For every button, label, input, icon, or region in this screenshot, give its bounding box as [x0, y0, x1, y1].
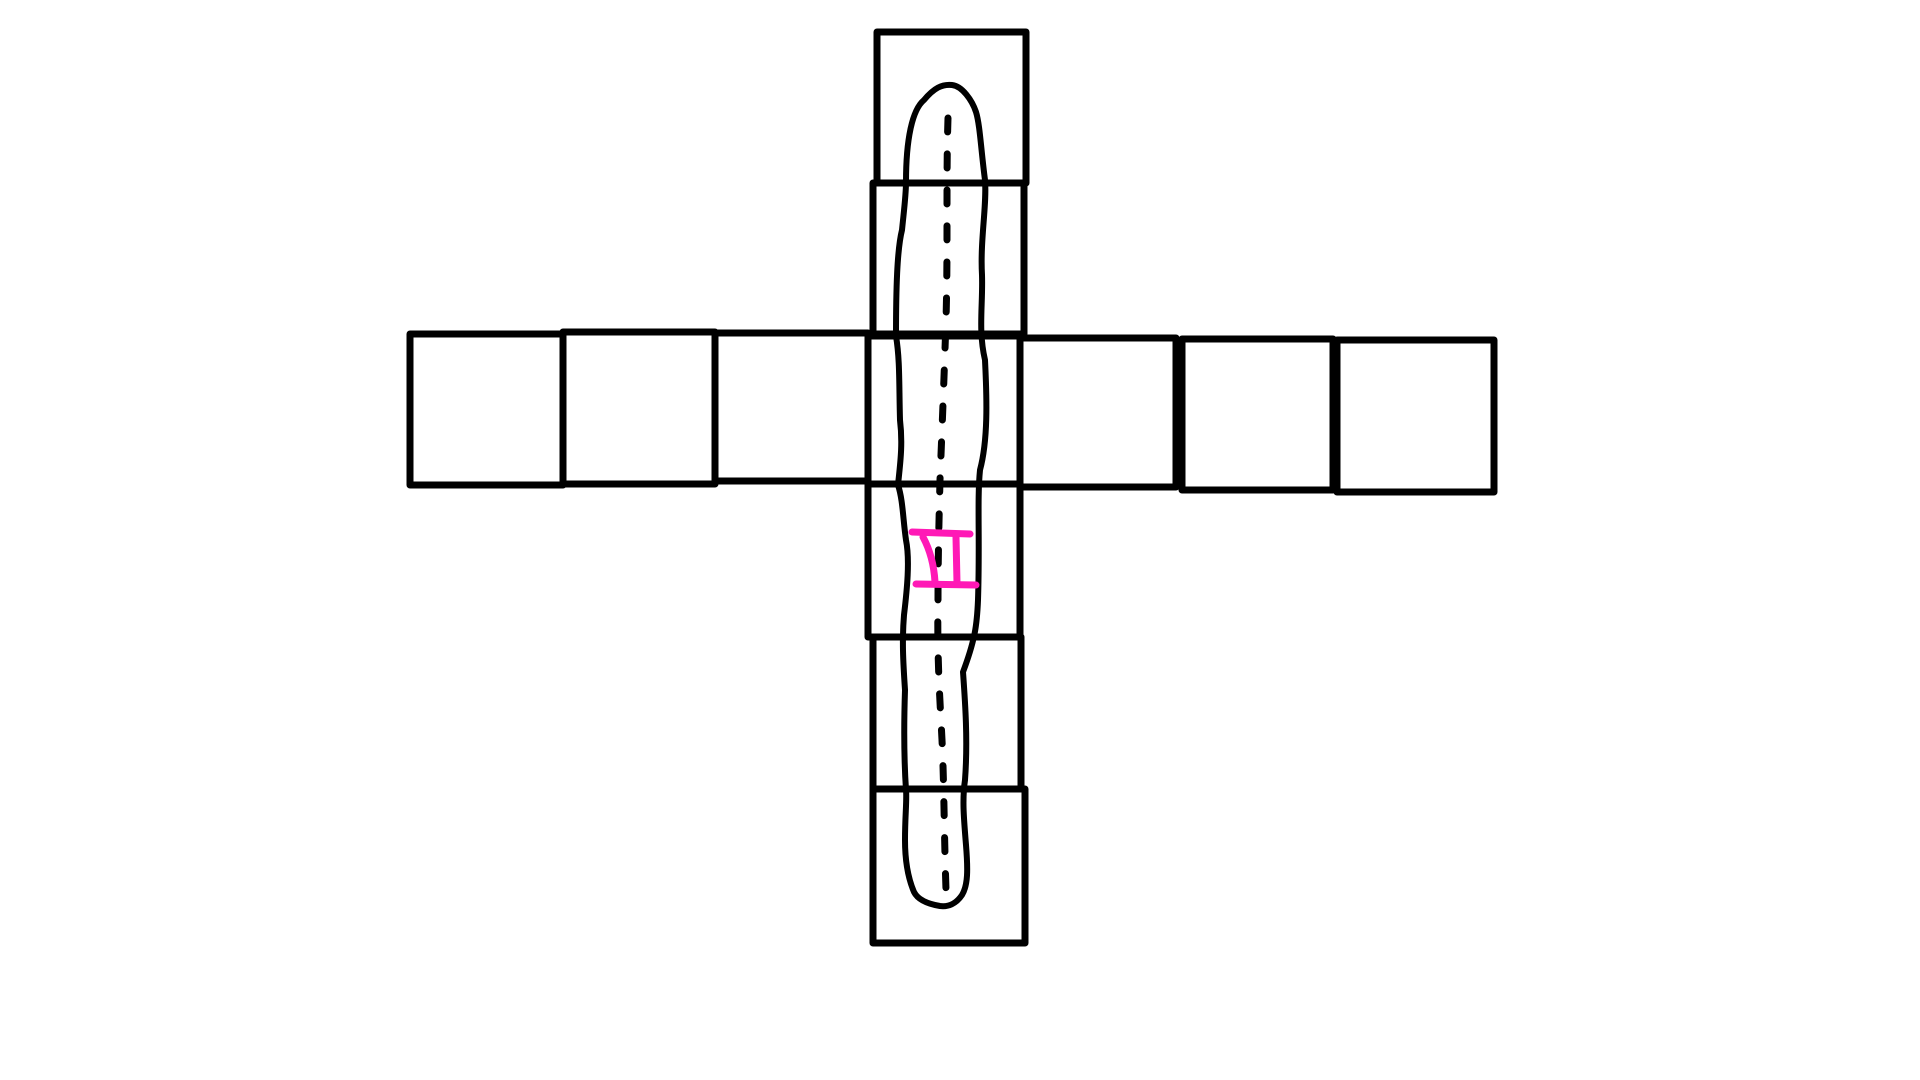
- grid-cell-row-6: [1178, 335, 1337, 494]
- ladder-marker-top-rail: [908, 528, 974, 538]
- grid-cell-row-7: [1333, 336, 1498, 496]
- grid-cell-column-4: [864, 480, 1024, 641]
- grid-cell-row-2: [559, 328, 719, 488]
- grid-cell-row-5: [1016, 334, 1180, 491]
- grid-cell-row-1: [406, 330, 567, 489]
- grid-cell-row-3: [711, 329, 872, 485]
- grid-cell-column-1: [873, 28, 1030, 187]
- dashed-centerline: [934, 114, 952, 894]
- ladder-marker: [908, 528, 980, 589]
- ladder-marker-bottom-rail: [912, 580, 980, 589]
- ladder-marker-right-rung: [952, 533, 961, 587]
- horizontal-row: [406, 328, 1498, 496]
- grid-cell-column-5: [869, 633, 1025, 793]
- elongated-outline-shape: [893, 81, 990, 910]
- grid-cell-column-6: [869, 785, 1029, 947]
- ladder-marker-left-rung: [919, 533, 939, 586]
